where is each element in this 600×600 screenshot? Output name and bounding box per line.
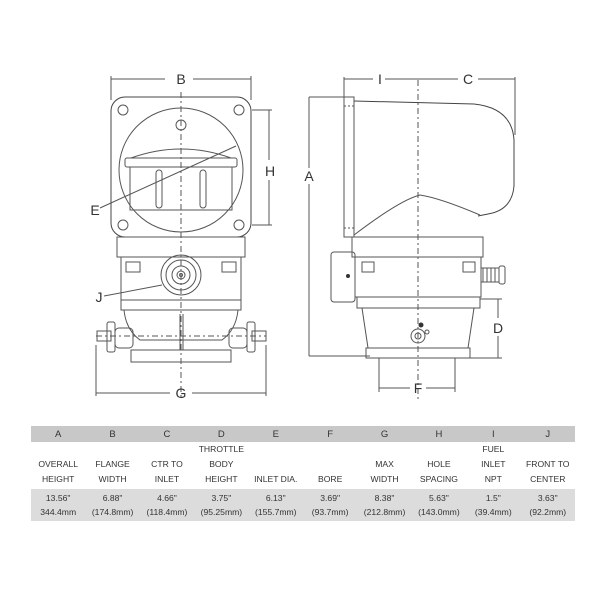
col-letter: A (31, 426, 86, 442)
col-value: 3.69"(93.7mm) (302, 489, 358, 521)
col-letter: B (85, 426, 140, 442)
col-letter: J (520, 426, 575, 442)
col-value: 6.13"(155.7mm) (248, 489, 303, 521)
col-letter: G (357, 426, 412, 442)
dim-label-j: J (96, 289, 103, 305)
dim-label-h: H (265, 163, 275, 179)
col-value: 3.63"(92.2mm) (520, 489, 575, 521)
dim-label-e: E (90, 202, 99, 218)
col-value: 1.5"(39.4mm) (466, 489, 521, 521)
spec-table-value-row: 13.56"344.4mm 6.88"(174.8mm) 4.66"(118.4… (31, 489, 575, 521)
col-value: 5.63"(143.0mm) (411, 489, 467, 521)
col-label: INLET DIA. (248, 442, 303, 489)
col-value: 3.75"(95.25mm) (194, 489, 249, 521)
col-letter: E (248, 426, 303, 442)
col-letter: I (466, 426, 521, 442)
col-letter: F (302, 426, 358, 442)
col-label: BORE (302, 442, 358, 489)
dim-label-f: F (414, 380, 423, 396)
dim-label-i: I (378, 71, 382, 87)
col-value: 6.88"(174.8mm) (85, 489, 140, 521)
col-value: 4.66"(118.4mm) (139, 489, 195, 521)
dim-label-b: B (176, 71, 185, 87)
col-letter: C (139, 426, 195, 442)
dim-label-d: D (493, 320, 503, 336)
col-value: 8.38"(212.8mm) (357, 489, 412, 521)
col-letter: D (194, 426, 249, 442)
side-view (308, 77, 516, 400)
dim-label-c: C (463, 71, 473, 87)
front-view (95, 76, 272, 400)
technical-drawing: B H E J G I C A D F (90, 71, 516, 401)
col-letter: H (411, 426, 467, 442)
col-value: 13.56"344.4mm (31, 489, 86, 521)
spec-table-header-row: A B C D E F G H I J (31, 426, 575, 442)
dim-label-g: G (176, 385, 187, 401)
dim-label-a: A (304, 168, 314, 184)
